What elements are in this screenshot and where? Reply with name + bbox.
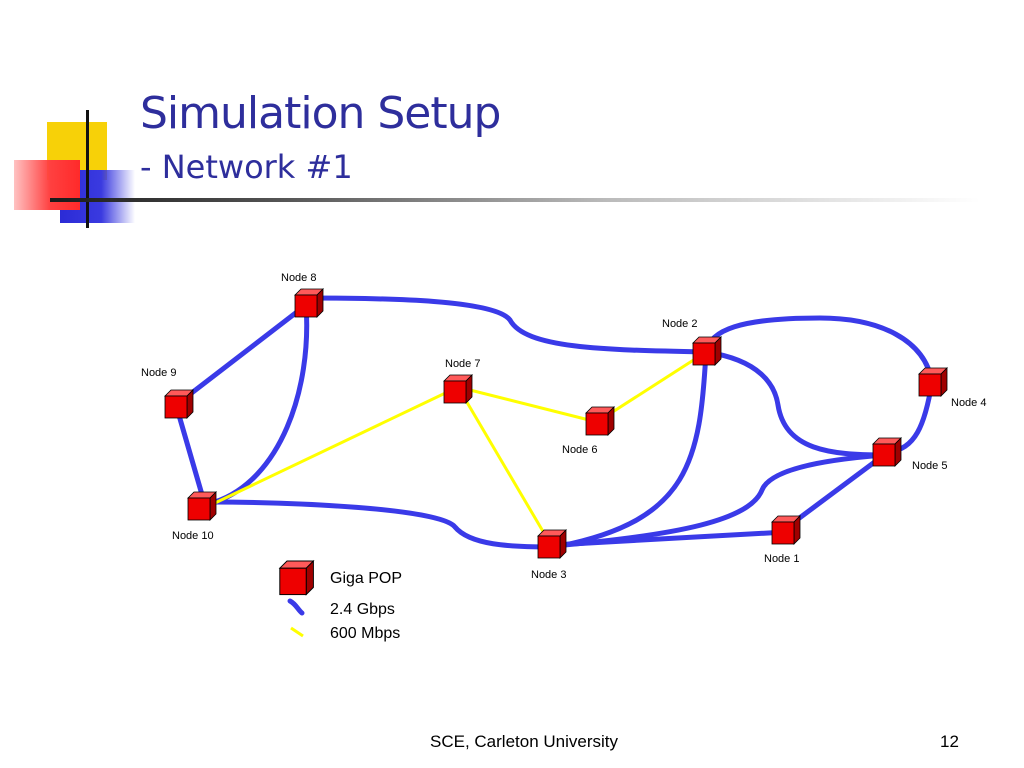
link-node6-node2 bbox=[596, 350, 707, 424]
link-node1-node3 bbox=[550, 529, 789, 548]
slide-title: Simulation Setup bbox=[140, 88, 501, 139]
legend-600-mbps-swatch bbox=[290, 626, 304, 638]
node-10-icon bbox=[187, 491, 217, 521]
node-6-icon bbox=[585, 406, 615, 436]
node-2-label: Node 2 bbox=[662, 318, 697, 330]
node-7-label: Node 7 bbox=[445, 358, 480, 370]
node-9-icon bbox=[164, 389, 194, 419]
node-4-label: Node 4 bbox=[951, 397, 986, 409]
link-node7-node6 bbox=[457, 385, 598, 424]
node-8-icon bbox=[294, 288, 324, 318]
legend-600-mbps-label: 600 Mbps bbox=[330, 625, 400, 642]
node-5-icon bbox=[872, 437, 902, 467]
legend-2-4-gbps-label: 2.4 Gbps bbox=[330, 601, 395, 618]
node-3-icon bbox=[537, 529, 567, 559]
links-2-4-gbps bbox=[173, 295, 935, 550]
node-2-icon bbox=[692, 336, 722, 366]
link-node5-node3 bbox=[550, 452, 887, 549]
node-3-label: Node 3 bbox=[531, 569, 566, 581]
title-underline bbox=[50, 198, 980, 202]
link-node10-node3 bbox=[207, 499, 553, 550]
link-node2-node3 bbox=[557, 349, 709, 549]
link-node9-node10 bbox=[173, 402, 208, 508]
slide-page-number: 12 bbox=[940, 732, 959, 751]
link-node8-node9 bbox=[173, 302, 309, 408]
slide-footer: SCE, Carleton University bbox=[430, 732, 619, 751]
node-4-icon bbox=[918, 367, 948, 397]
legend-node-label: Giga POP bbox=[330, 570, 402, 587]
link-node8-node2 bbox=[303, 295, 709, 355]
node-5-label: Node 5 bbox=[912, 460, 947, 472]
legend-node-icon bbox=[279, 560, 314, 596]
decor-vertical-line bbox=[86, 110, 89, 228]
link-node2-node5 bbox=[703, 349, 887, 458]
link-node10-node7 bbox=[214, 385, 459, 505]
node-8-label: Node 8 bbox=[281, 272, 316, 284]
legend-2-4-gbps-swatch bbox=[287, 598, 305, 616]
link-node2-node4 bbox=[703, 315, 935, 385]
node-10-label: Node 10 bbox=[172, 530, 214, 542]
node-9-label: Node 9 bbox=[141, 367, 176, 379]
node-7-icon bbox=[443, 374, 473, 404]
legend: Giga POP 2.4 Gbps 600 Mbps bbox=[279, 560, 402, 642]
node-1-label: Node 1 bbox=[764, 553, 799, 565]
node-1-icon bbox=[771, 515, 801, 545]
link-node5-node1 bbox=[783, 452, 887, 531]
node-6-label: Node 6 bbox=[562, 444, 597, 456]
link-node7-node3 bbox=[456, 386, 553, 546]
links-600-mbps bbox=[214, 350, 707, 546]
slide-subtitle: - Network #1 bbox=[140, 148, 353, 186]
link-node8-node10 bbox=[212, 302, 310, 505]
